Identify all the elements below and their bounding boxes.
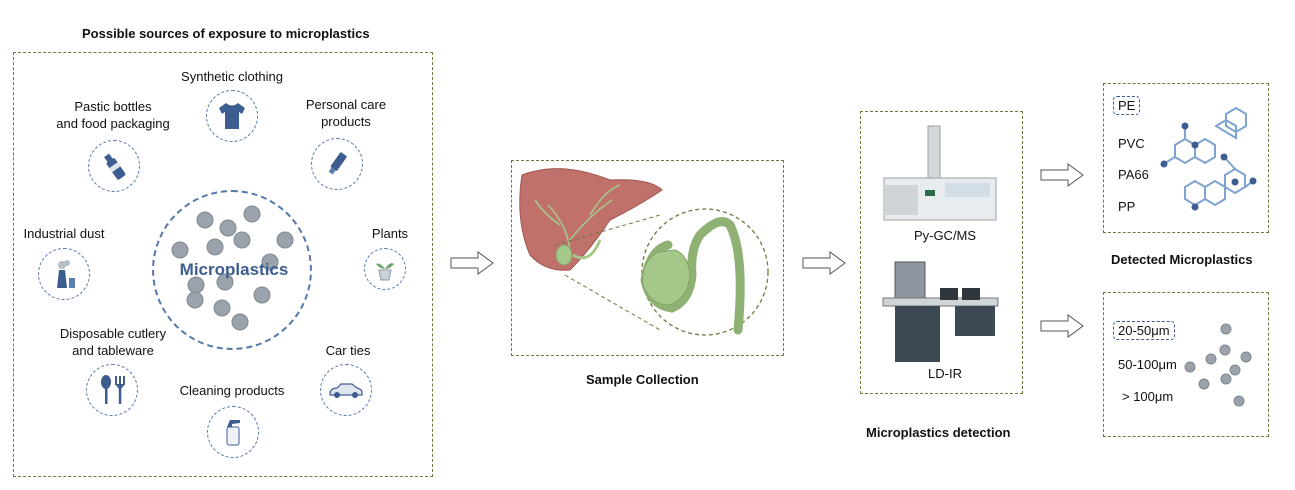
polymer-pvc: PVC [1118,136,1145,151]
source-label-disposable-cutlery: Disposable cutlery and tableware [59,326,167,358]
source-ring-plants [364,248,406,290]
size-panel [1103,292,1269,437]
source-label-plastic-bottles: Pastic bottles and food packaging [56,99,170,131]
source-ring-personal-care [311,138,363,190]
molecule-structure-icon [1160,106,1257,211]
polymer-pp: PP [1118,199,1136,214]
arrow-right-icon [450,251,494,275]
source-label-cleaning-products: Cleaning products [179,383,285,398]
source-ring-disposable-cutlery [86,364,138,416]
polymer-pa66: PA66 [1118,167,1149,182]
polymer-pe: PE [1113,96,1141,115]
size-20-50: 20-50μm [1113,321,1175,340]
source-ring-car-ties [320,364,372,416]
source-label-synthetic-clothing: Synthetic clothing [181,69,283,84]
detection-title: Microplastics detection [866,425,1011,440]
sources-panel [13,52,433,477]
car-icon [329,383,363,398]
size-50-100: 50-100μm [1118,357,1177,372]
source-label-car-ties: Car ties [325,343,371,358]
size-20-50-label: 20-50μm [1113,321,1175,340]
plant-pot-icon [376,263,394,281]
arrow-right-icon [1040,163,1084,187]
microplastics-center-label: Microplastics [179,260,289,279]
source-ring-plastic-bottles [88,140,140,192]
source-ring-synthetic-clothing [206,90,258,142]
spray-bottle-icon [226,420,240,446]
liver-gallbladder-icon [519,168,769,336]
detected-title: Detected Microplastics [1111,252,1253,267]
microplastics-center-circle [152,190,312,350]
sample-title: Sample Collection [586,372,699,387]
ld-ir-instrument-icon [882,261,999,362]
arrow-right-icon [1040,314,1084,338]
cutlery-icon [101,375,125,404]
size-over-100: > 100μm [1122,389,1174,404]
source-label-plants: Plants [371,226,409,241]
source-label-personal-care: Personal care products [305,97,387,129]
method-label-py-gc-ms: Py-GC/MS [913,228,977,243]
bottle-icon [104,153,126,180]
microplastic-particles [171,205,294,331]
detected-panel [1103,83,1269,233]
source-label-industrial-dust: Industrial dust [23,226,105,241]
source-ring-cleaning-products [207,406,259,458]
arrow-right-icon [802,251,846,275]
sources-title: Possible sources of exposure to micropla… [82,26,370,41]
sample-panel [511,160,784,356]
factory-icon [57,260,75,288]
source-ring-industrial-dust [38,248,90,300]
size-particles [1184,323,1252,407]
gc-ms-instrument-icon [883,125,997,221]
method-label-ld-ir: LD-IR [928,366,962,381]
detection-panel [860,111,1023,394]
tube-icon [328,152,347,175]
polymer-pe-label: PE [1113,96,1141,115]
tshirt-icon [219,103,245,129]
